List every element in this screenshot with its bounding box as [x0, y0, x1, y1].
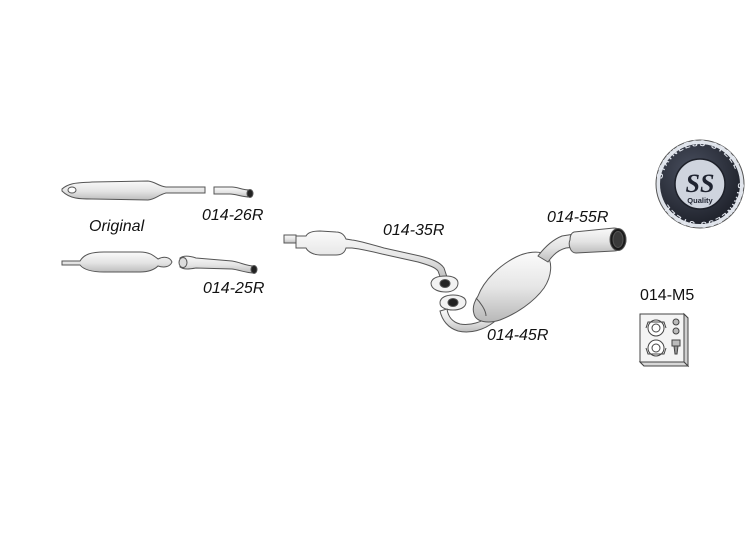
label-014-55R: 014-55R	[547, 209, 609, 226]
part-014-26R	[213, 186, 254, 198]
part-014-25R	[178, 255, 258, 274]
stainless-steel-quality-badge: STAINLESS STEEL · STAINLESS STEEL SS Qua…	[654, 138, 744, 230]
original-lower-assembly	[61, 251, 173, 273]
badge-sub-text: Quality	[687, 196, 713, 205]
original-upper-assembly	[61, 180, 206, 201]
part-014-45R	[439, 294, 495, 333]
label-014-45R: 014-45R	[487, 327, 549, 344]
label-014-25R: 014-25R	[203, 280, 265, 297]
label-original: Original	[89, 218, 145, 235]
badge-monogram: SS	[686, 169, 715, 198]
label-014-M5: 014-M5	[640, 287, 695, 304]
part-014-M5	[638, 312, 690, 368]
label-014-35R: 014-35R	[383, 222, 445, 239]
label-014-26R: 014-26R	[202, 207, 264, 224]
part-014-55R	[472, 227, 627, 323]
part-014-35R	[283, 230, 459, 293]
